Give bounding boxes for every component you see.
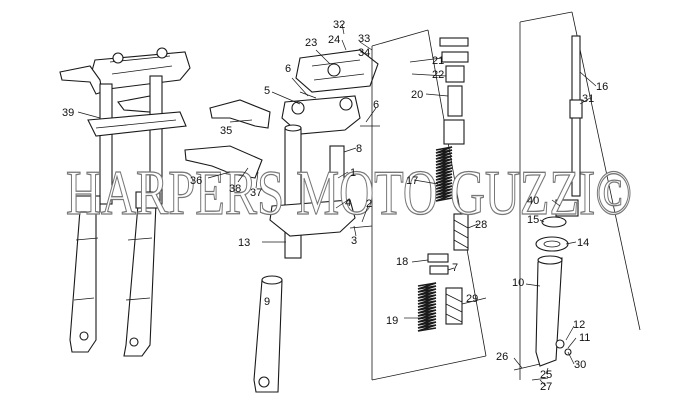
callout-1: 1 xyxy=(350,167,356,179)
callout-11: 11 xyxy=(579,332,590,344)
callout-16: 16 xyxy=(596,81,608,93)
callout-9: 9 xyxy=(264,296,270,308)
callout-13: 13 xyxy=(238,237,250,249)
leader-lines xyxy=(77,23,597,387)
callout-39: 39 xyxy=(62,107,74,119)
callout-5: 5 xyxy=(264,85,270,97)
callout-10: 10 xyxy=(512,277,524,289)
callout-24: 24 xyxy=(328,34,340,46)
callout-36: 36 xyxy=(190,175,202,187)
callout-29: 29 xyxy=(466,293,478,305)
callout-27: 27 xyxy=(540,381,552,393)
callout-7: 7 xyxy=(452,262,458,274)
callout-numbers: 39 35 36 38 37 13 5 6 23 32 24 33 34 6 8… xyxy=(62,19,608,393)
callout-35: 35 xyxy=(220,125,232,137)
callout-40: 40 xyxy=(527,195,539,207)
callout-12: 12 xyxy=(573,319,585,331)
assembled-fork xyxy=(59,47,191,357)
callout-33: 33 xyxy=(358,33,370,45)
callout-23: 23 xyxy=(305,37,317,49)
callout-20: 20 xyxy=(411,89,423,101)
callout-19: 19 xyxy=(386,315,398,327)
callout-34: 34 xyxy=(358,47,370,59)
callout-6-lower: 6 xyxy=(373,99,379,111)
callout-31: 31 xyxy=(582,93,594,105)
callout-22: 22 xyxy=(432,69,444,81)
watermark-text: HARPERS MOTO GUZZI© xyxy=(66,157,632,228)
callout-3: 3 xyxy=(351,235,357,247)
callout-37: 37 xyxy=(250,187,262,199)
callout-14: 14 xyxy=(577,237,589,249)
callout-15: 15 xyxy=(527,214,539,226)
callout-32: 32 xyxy=(333,19,345,31)
callout-30: 30 xyxy=(574,359,586,371)
callout-17: 17 xyxy=(406,175,418,187)
damper-parts xyxy=(513,11,641,381)
callout-26: 26 xyxy=(496,351,508,363)
callout-21: 21 xyxy=(432,55,444,67)
callout-18: 18 xyxy=(396,256,408,268)
callout-25: 25 xyxy=(540,369,552,381)
spring-parts xyxy=(371,29,487,381)
callout-38: 38 xyxy=(229,183,241,195)
callout-4: 4 xyxy=(345,197,351,209)
callout-2: 2 xyxy=(366,198,372,210)
callout-8: 8 xyxy=(356,143,362,155)
yoke-parts xyxy=(184,49,380,393)
callout-6-upper: 6 xyxy=(285,63,291,75)
callout-28: 28 xyxy=(475,219,487,231)
